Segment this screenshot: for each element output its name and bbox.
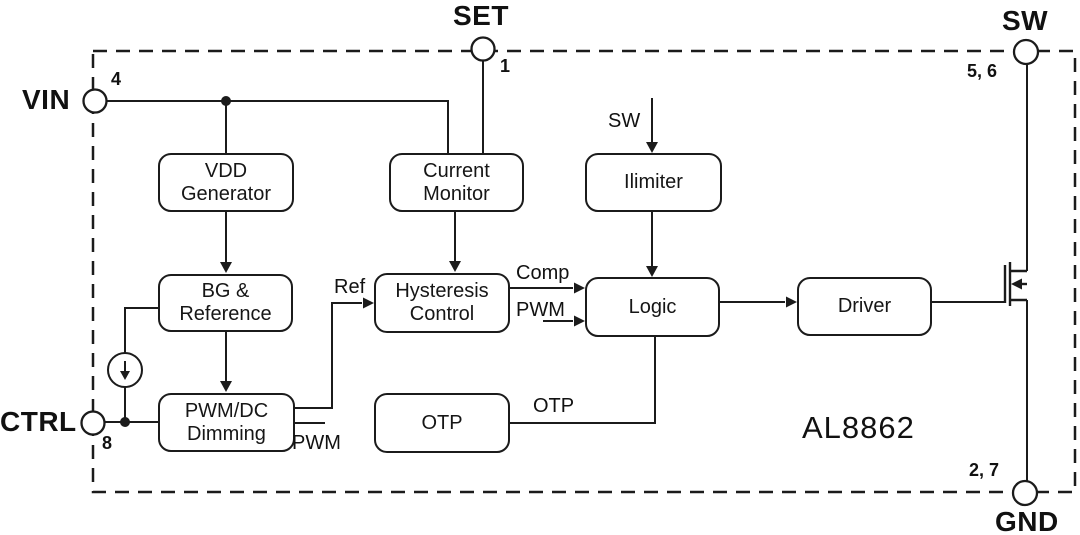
- ic-boundary: [91, 49, 1077, 494]
- part-number: AL8862: [802, 410, 915, 445]
- block-label: Hysteresis Control: [395, 280, 489, 325]
- wire-otp-to-logic: [510, 337, 656, 424]
- arrow-sw-into-ilimiter: [646, 142, 658, 153]
- current-source-icon: [107, 352, 143, 388]
- pin-label-vin: VIN: [22, 84, 71, 115]
- block-label: VDD Generator: [180, 159, 272, 205]
- block-label: PWM/DC Dimming: [184, 399, 269, 445]
- pin-terminal-set: [470, 36, 496, 62]
- block-label: BG & Reference: [179, 280, 272, 325]
- junction-dot-ctrl: [120, 417, 130, 427]
- arrow-into-pwmdc: [220, 381, 232, 392]
- pin-terminal-vin: [82, 88, 108, 114]
- arrow-comp-into-logic: [574, 282, 585, 294]
- block-otp: OTP: [374, 393, 510, 453]
- block-vdd-generator: VDD Generator: [158, 153, 294, 212]
- wire-bg-to-current-source: [124, 307, 158, 353]
- block-current-monitor: Current Monitor: [389, 153, 524, 212]
- pin-label-gnd: GND: [995, 506, 1059, 535]
- signal-label-otp-wire: OTP: [533, 395, 575, 417]
- wire-vin-to-current-monitor: [107, 100, 449, 153]
- arrow-ref-into-hysteresis: [363, 297, 374, 309]
- pin-number-sw: 5, 6: [967, 61, 998, 81]
- pin-number-set: 1: [500, 56, 511, 76]
- pin-number-gnd: 2, 7: [969, 460, 1000, 480]
- block-ilimiter: Ilimiter: [585, 153, 722, 212]
- wire-ref-to-hysteresis: [295, 302, 362, 409]
- wires: [104, 60, 1005, 424]
- signal-label-pwm-to-logic: PWM: [516, 299, 565, 321]
- pin-number-ctrl: 8: [102, 433, 113, 453]
- arrow-into-bg: [220, 262, 232, 273]
- block-label: OTP: [421, 411, 463, 434]
- pin-terminals: [80, 36, 1040, 507]
- pin-terminal-gnd: [1011, 479, 1039, 507]
- pin-label-sw: SW: [1002, 5, 1049, 36]
- junction-dot-vin: [221, 96, 231, 106]
- pin-label-set: SET: [453, 0, 509, 31]
- arrowheads: [220, 142, 797, 392]
- pin-terminal-ctrl: [80, 410, 106, 436]
- arrow-into-hysteresis-top: [449, 261, 461, 272]
- signal-label-sw-input: SW: [608, 110, 641, 132]
- block-bg-reference: BG & Reference: [158, 274, 293, 332]
- nmos-power-switch-icon: [1003, 64, 1028, 481]
- signal-label-comp: Comp: [516, 262, 570, 284]
- signal-label-ref: Ref: [334, 276, 366, 298]
- block-label: Logic: [628, 295, 677, 318]
- block-label: Ilimiter: [624, 171, 683, 193]
- pin-terminal-sw: [1012, 38, 1040, 66]
- block-driver: Driver: [797, 277, 932, 336]
- pin-number-vin: 4: [111, 69, 122, 89]
- arrow-into-logic-top: [646, 266, 658, 277]
- signal-label-pwm-output: PWM: [292, 432, 341, 454]
- pin-label-ctrl: CTRL: [0, 406, 77, 437]
- mosfet-body-arrow: [1011, 278, 1022, 290]
- block-pwm-dc-dimming: PWM/DC Dimming: [158, 393, 295, 452]
- block-label: Driver: [837, 295, 892, 317]
- arrow-pwm-into-logic: [574, 315, 585, 327]
- block-hysteresis-control: Hysteresis Control: [374, 273, 510, 333]
- block-label: Current Monitor: [423, 159, 490, 205]
- arrow-into-driver: [786, 296, 797, 308]
- block-logic: Logic: [585, 277, 720, 337]
